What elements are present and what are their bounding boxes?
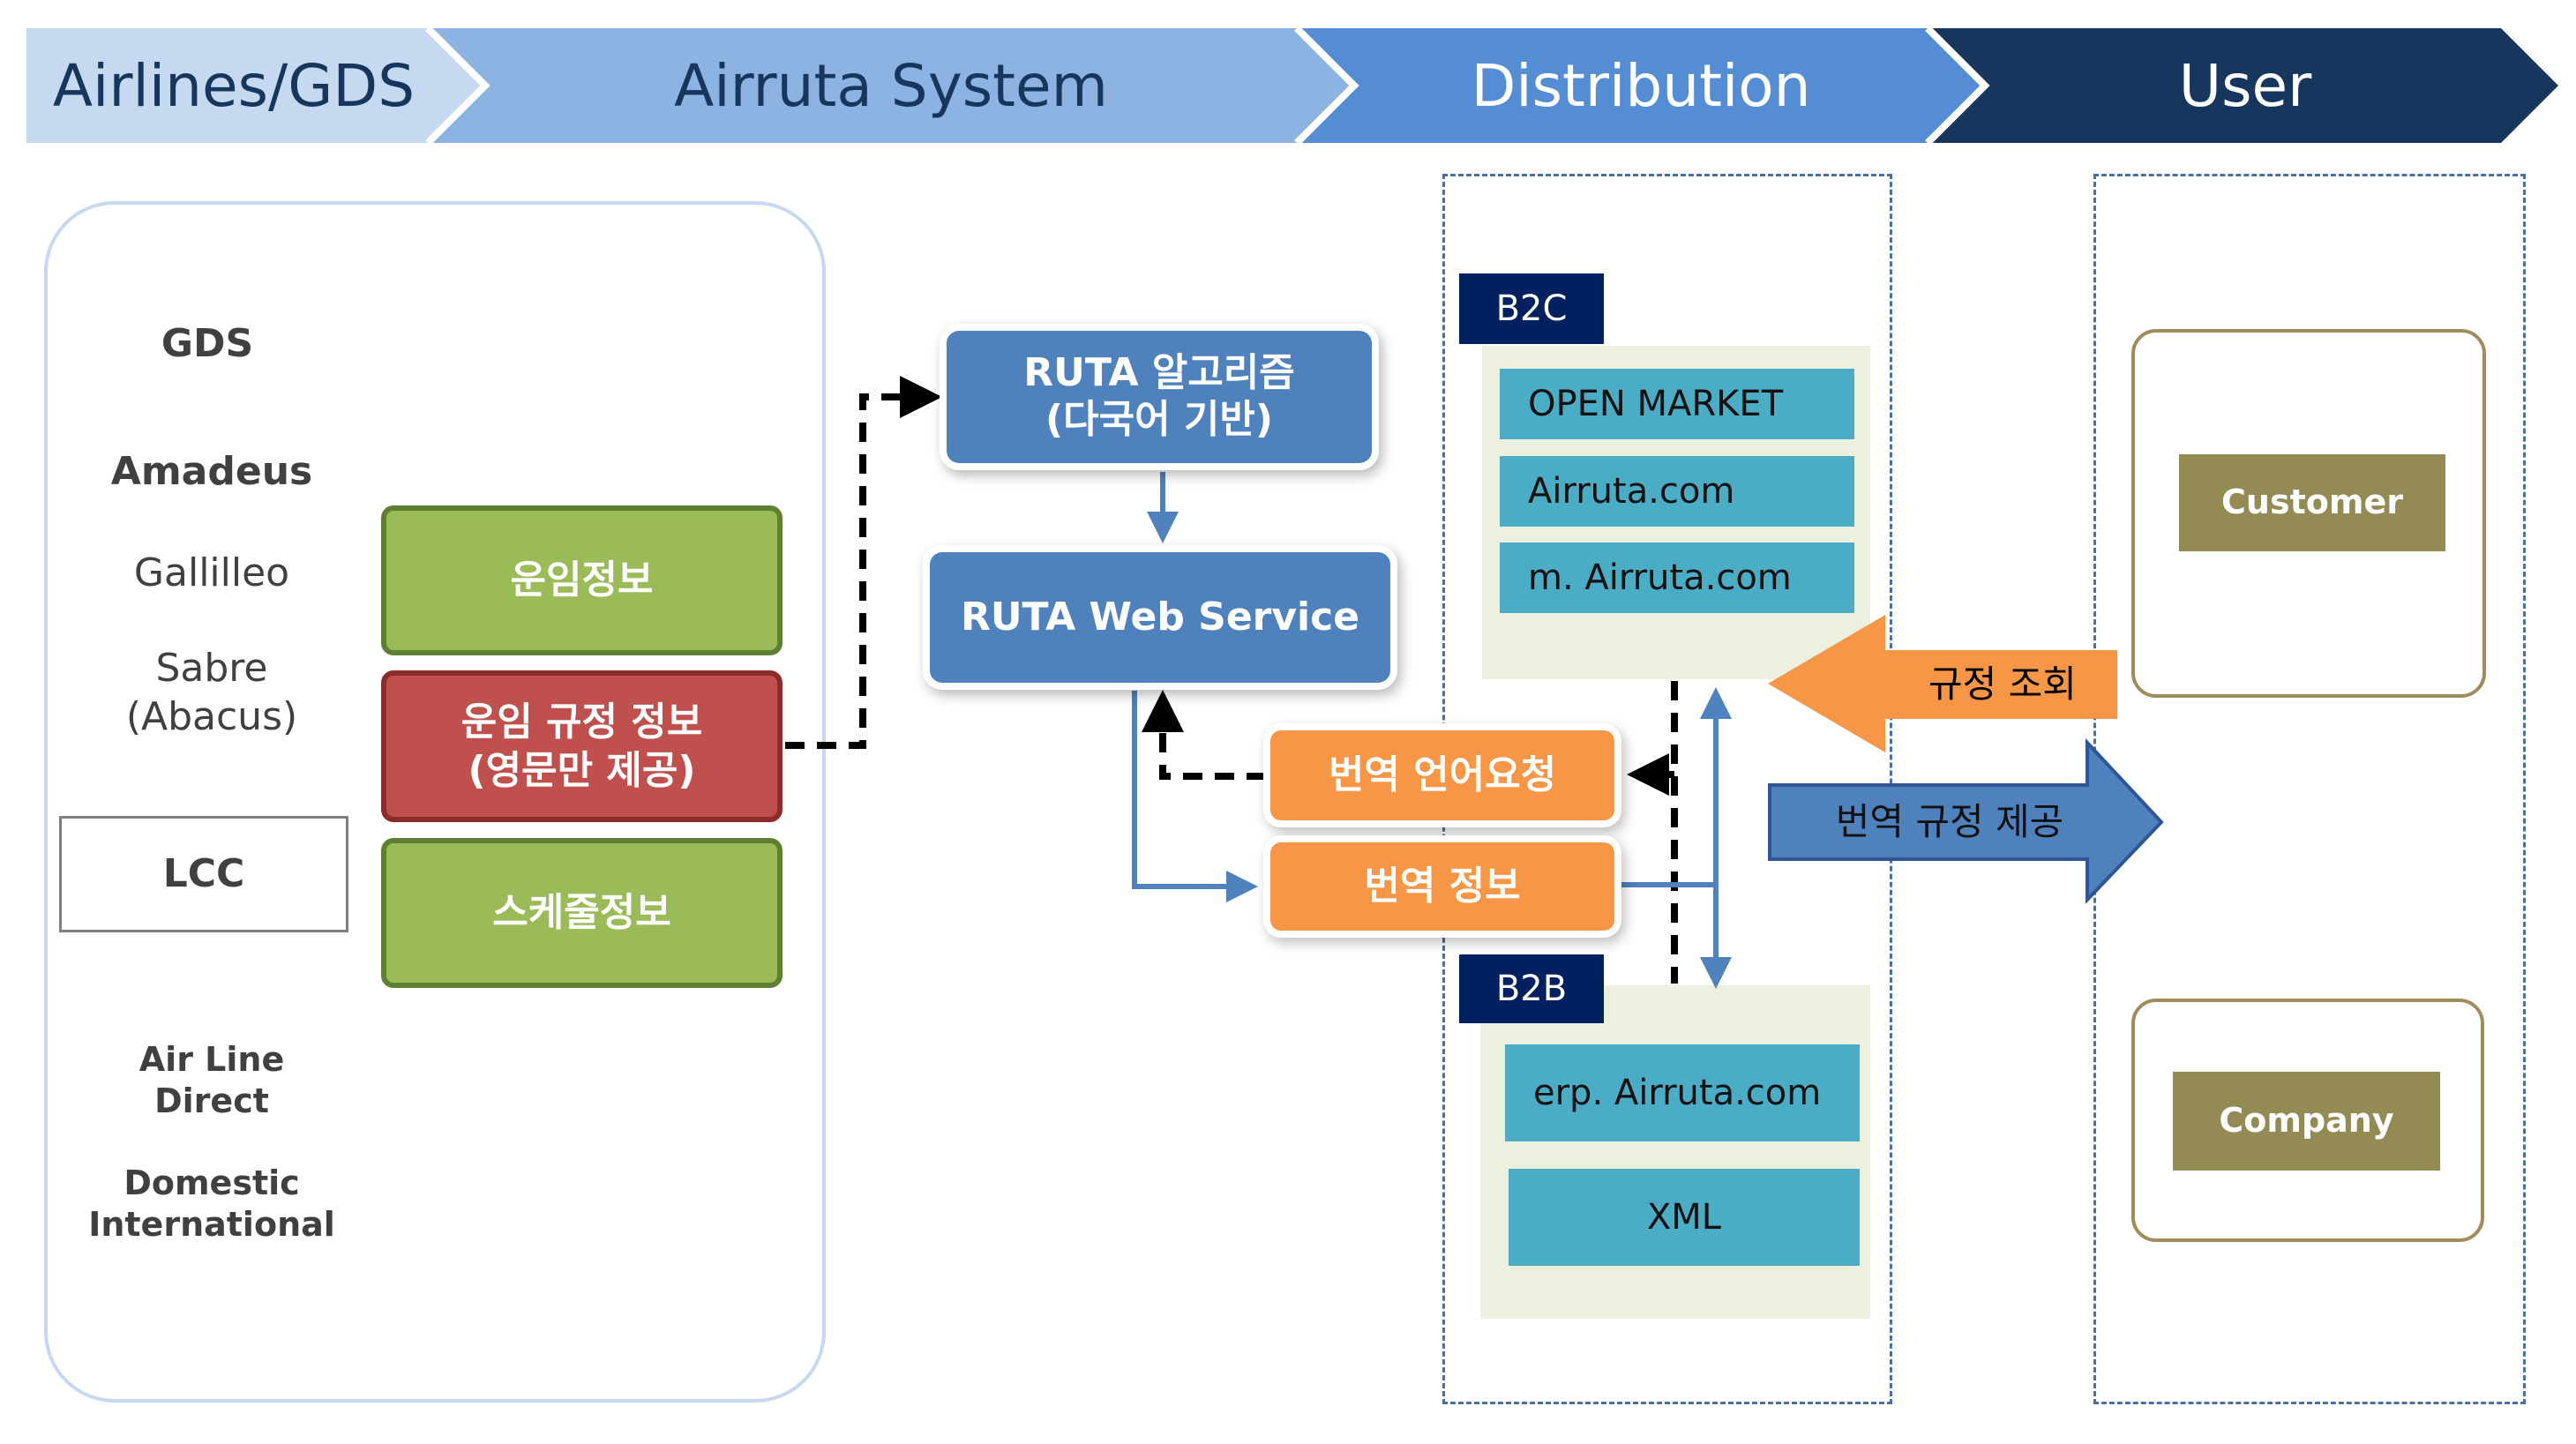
rule-inquiry-label: 규정 조회 — [1928, 662, 2077, 706]
webservice-to-info-connector — [1132, 691, 1258, 902]
stage-chevron-user — [1928, 28, 2558, 143]
b2b-tag: B2B — [1459, 954, 1604, 1023]
stage-banner — [26, 26, 2558, 146]
source-amadeus: Amadeus — [110, 448, 313, 494]
source-airline-direct: Air Line Direct — [139, 1039, 285, 1121]
ruta-algorithm-box: RUTA 알고리즘 (다국어 기반) — [947, 331, 1372, 463]
stage-label-airruta-system: Airruta System — [674, 51, 1108, 120]
b2c-item-open-market[interactable]: OPEN MARKET — [1500, 369, 1854, 439]
b2b-item-erp-airruta[interactable]: erp. Airruta.com — [1505, 1044, 1860, 1141]
b2c-item-mobile-airruta[interactable]: m. Airruta.com — [1500, 542, 1854, 613]
source-galileo: Gallilleo — [133, 550, 290, 595]
translated-rules-arrow — [1768, 737, 2164, 904]
source-sabre-abacus: Sabre (Abacus) — [125, 646, 298, 739]
stage-label-user: User — [2178, 51, 2312, 120]
translated-rules-label: 번역 규정 제공 — [1835, 799, 2064, 843]
rules-to-algorithm-connector — [785, 376, 942, 749]
stage-label-distribution: Distribution — [1471, 51, 1811, 120]
stage-label-airlines-gds: Airlines/GDS — [52, 51, 416, 120]
ruta-web-service-box: RUTA Web Service — [930, 552, 1390, 683]
source-gds: GDS — [161, 320, 254, 366]
stage-divider — [425, 26, 490, 146]
rule-inquiry-arrow — [1768, 615, 2117, 752]
schedule-box: 스케줄정보 — [381, 838, 783, 988]
source-domestic-international: Domestic International — [88, 1163, 335, 1245]
translation-request-box: 번역 언어요청 — [1270, 730, 1614, 820]
source-panel — [44, 201, 826, 1403]
source-lcc: LCC — [59, 816, 348, 932]
request-to-webservice-connector — [1142, 690, 1266, 780]
stage-chevron-distribution — [1297, 28, 1985, 143]
stage-divider — [1925, 26, 1990, 146]
stage-chevron-airruta-system — [428, 28, 1354, 143]
stage-divider — [1294, 26, 1359, 146]
b2c-tag: B2C — [1459, 273, 1604, 344]
fare-info-box: 운임정보 — [381, 505, 783, 655]
company-label: Company — [2173, 1072, 2440, 1171]
translation-info-box: 번역 정보 — [1270, 842, 1614, 931]
fare-rules-box: 운임 규정 정보 (영문만 제공) — [381, 670, 783, 822]
b2c-item-airruta-com[interactable]: Airruta.com — [1500, 456, 1854, 527]
b2b-item-xml[interactable]: XML — [1509, 1169, 1860, 1266]
stage-chevron-airlines-gds — [26, 28, 485, 143]
customer-label: Customer — [2179, 454, 2445, 551]
